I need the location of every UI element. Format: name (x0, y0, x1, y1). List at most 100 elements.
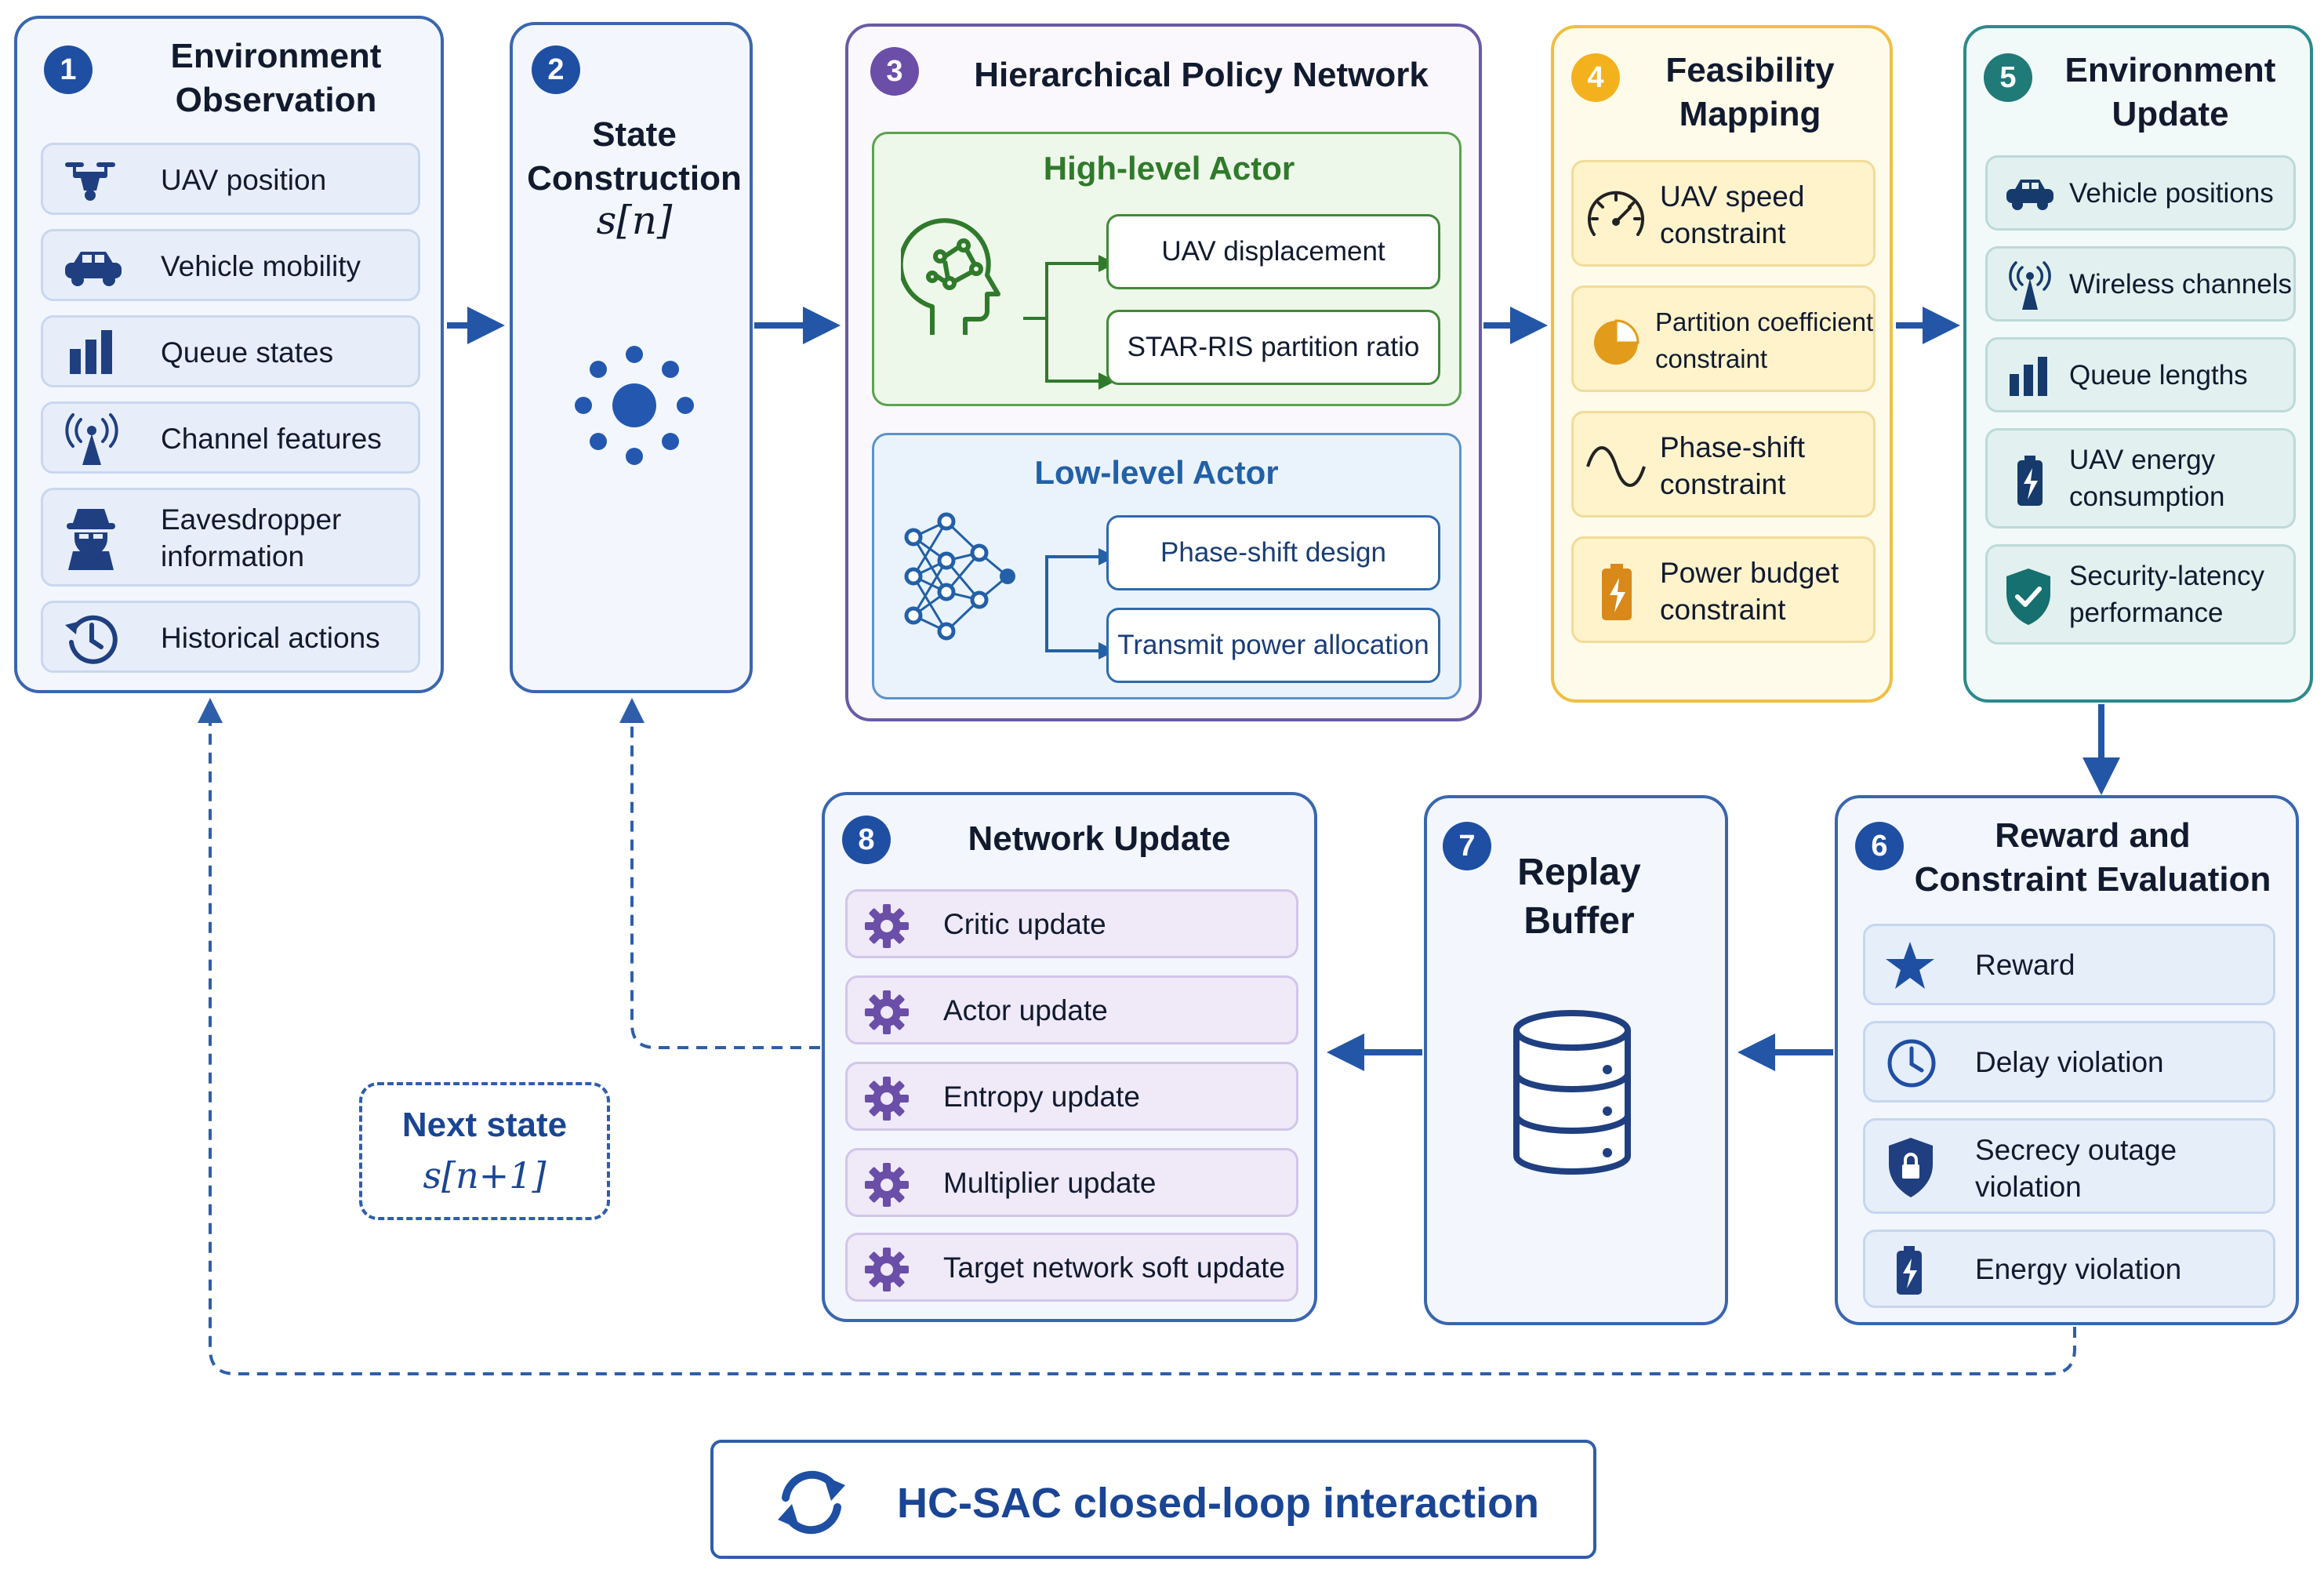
feasibility-item-uav-speed: UAV speed constraint (1571, 160, 1876, 267)
item-label: Vehicle positions (2069, 178, 2274, 209)
item-label: Phase-shift constraint (1660, 431, 1806, 500)
battery-icon (1894, 1244, 1925, 1296)
gear-icon (863, 1161, 910, 1208)
step-badge-3: 3 (870, 47, 919, 96)
item-label: Vehicle mobility (161, 250, 361, 282)
item-label: Channel features (161, 423, 382, 455)
brain-head-icon (901, 209, 1011, 343)
bar-chart-icon (67, 329, 117, 376)
gear-icon (863, 1075, 910, 1122)
low-level-actor-box: Low-level Actor Phase-shift design Trans… (872, 433, 1462, 699)
panel-title: Environment Observation (170, 37, 382, 119)
feasibility-item-partition-coefficient: Partition coefficient constraint (1571, 285, 1876, 392)
panel-feasibility-mapping: 4 Feasibility Mapping UAV speed constrai… (1551, 25, 1893, 703)
item-label: Multiplier update (943, 1167, 1157, 1199)
network-item-target-soft-update: Target network soft update (845, 1233, 1298, 1302)
item-label: Security-latency performance (2069, 561, 2264, 628)
speedometer-icon (1585, 186, 1647, 245)
next-state-label: Next state (401, 1106, 568, 1144)
observation-item-historical-actions: Historical actions (41, 601, 420, 673)
gear-icon (863, 1246, 910, 1293)
gear-icon (863, 903, 910, 950)
lock-shield-icon (1886, 1136, 1936, 1199)
spy-icon (65, 507, 117, 570)
panel-environment-observation: 1 Environment Observation UAV position V… (14, 16, 444, 693)
item-label: Secrecy outage violation (1975, 1134, 2177, 1203)
panel-title: State Construction (527, 115, 742, 198)
item-label: Queue lengths (2069, 360, 2248, 391)
feasibility-item-phase-shift: Phase-shift constraint (1571, 411, 1876, 518)
item-label: Eavesdropper information (161, 503, 342, 572)
panel-title: Environment Update (2064, 51, 2276, 133)
network-item-multiplier-update: Multiplier update (845, 1148, 1298, 1217)
battery-icon (2014, 454, 2046, 507)
bar-chart-icon (2008, 355, 2050, 398)
output-transmit-power-allocation: Transmit power allocation (1106, 608, 1440, 683)
panel-network-update: 8 Network Update Critic update Actor upd… (822, 792, 1317, 1322)
observation-item-uav-position: UAV position (41, 143, 420, 215)
panel-replay-buffer: 7 Replay Buffer (1424, 795, 1728, 1325)
item-label: Partition coefficient constraint (1655, 307, 1874, 373)
neural-net-icon (898, 506, 1015, 647)
history-icon (64, 611, 120, 667)
item-label: Target network soft update (943, 1251, 1286, 1284)
panel-environment-update: 5 Environment Update Vehicle positions W… (1963, 25, 2313, 703)
step-badge-4: 4 (1571, 53, 1620, 102)
gear-icon (863, 989, 910, 1036)
update-item-security-latency: Security-latency performance (1985, 544, 2296, 645)
update-item-wireless-channels: Wireless channels (1985, 246, 2296, 322)
evaluation-item-delay-violation: Delay violation (1863, 1021, 2275, 1103)
item-label: UAV speed constraint (1660, 180, 1805, 249)
high-level-actor-box: High-level Actor UAV displacement STAR-R… (872, 132, 1462, 406)
item-label: Reward (1975, 949, 2075, 981)
star-icon (1884, 940, 1936, 992)
item-label: Power budget constraint (1660, 557, 1839, 626)
item-label: Energy violation (1975, 1253, 2182, 1285)
footer-box: HC-SAC closed-loop interaction (710, 1440, 1596, 1559)
dashed-update-arrowhead (619, 698, 645, 723)
sine-wave-icon (1585, 445, 1647, 489)
refresh-icon (768, 1463, 855, 1542)
item-label: Queue states (161, 336, 334, 369)
antenna-icon (2006, 260, 2053, 311)
item-label: UAV energy consumption (2069, 445, 2225, 512)
item-label: Historical actions (161, 622, 380, 654)
network-item-entropy-update: Entropy update (845, 1062, 1298, 1131)
next-state-box: Next state s[n+1] (359, 1082, 610, 1220)
observation-item-vehicle-mobility: Vehicle mobility (41, 229, 420, 301)
panel-title: Replay Buffer (1517, 852, 1641, 942)
battery-icon (1599, 562, 1635, 622)
observation-item-channel-features: Channel features (41, 401, 420, 474)
shield-check-icon (2003, 567, 2053, 627)
evaluation-item-secrecy-outage: Secrecy outage violation (1863, 1118, 2275, 1214)
dashed-update-to-state (630, 720, 820, 1049)
next-state-formula: s[n+1] (423, 1154, 547, 1197)
panel-reward-constraint-evaluation: 6 Reward and Constraint Evaluation Rewar… (1835, 795, 2299, 1325)
step-badge-8: 8 (842, 816, 891, 864)
pie-icon (1589, 314, 1643, 368)
feasibility-item-power-budget: Power budget constraint (1571, 536, 1876, 643)
footer-label: HC-SAC closed-loop interaction (897, 1480, 1540, 1527)
car-icon (62, 242, 125, 289)
database-icon (1505, 1007, 1639, 1179)
high-level-actor-title: High-level Actor (1043, 150, 1295, 187)
item-label: Delay violation (1975, 1046, 2164, 1078)
panel-title: Hierarchical Policy Network (974, 56, 1429, 94)
item-label: Actor update (943, 994, 1108, 1026)
network-item-actor-update: Actor update (845, 975, 1298, 1044)
item-label: Critic update (943, 908, 1106, 940)
car-icon (2005, 173, 2055, 214)
observation-item-eavesdropper: Eavesdropper information (41, 488, 420, 587)
item-label: Entropy update (943, 1081, 1140, 1113)
evaluation-item-energy-violation: Energy violation (1863, 1230, 2275, 1308)
low-level-actor-title: Low-level Actor (1034, 454, 1279, 491)
output-star-ris-partition-ratio: STAR-RIS partition ratio (1106, 310, 1440, 385)
clock-icon (1886, 1037, 1937, 1089)
step-badge-1: 1 (44, 45, 93, 94)
output-phase-shift-design: Phase-shift design (1106, 515, 1440, 590)
panel-title: Network Update (968, 819, 1231, 858)
high-actor-connector (1023, 255, 1116, 390)
state-dots-icon (568, 339, 701, 472)
panel-title: Reward and Constraint Evaluation (1914, 816, 2271, 899)
step-badge-5: 5 (1984, 53, 2032, 102)
